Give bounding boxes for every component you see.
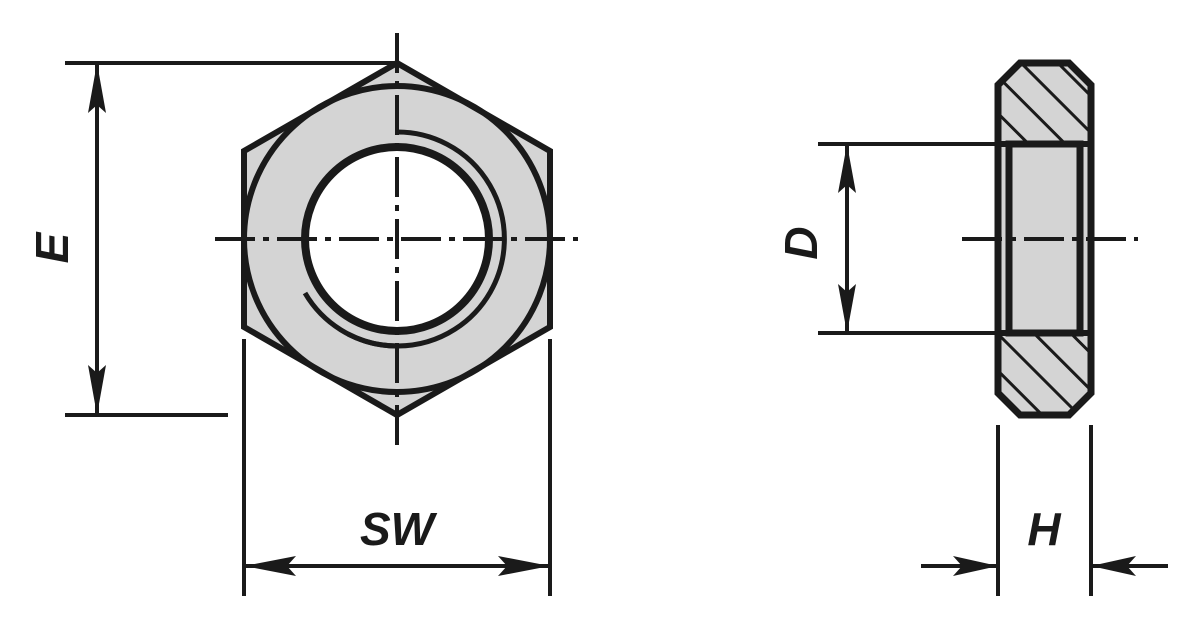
dimension-SW-arrow-left [244,556,296,576]
side-hatch-lower [998,333,1091,415]
dimension-E-arrow-bottom [88,365,106,415]
dimension-E: E [26,61,397,417]
side-view [962,59,1138,419]
dimension-SW-label: SW [360,503,438,555]
dimension-D-arrow-bottom [838,284,856,333]
dimension-D-arrow-top [838,144,856,193]
dimension-E-label: E [26,231,78,263]
dimension-H-arrow-right [1091,556,1136,576]
front-view [215,33,578,445]
dimension-SW: SW [242,339,552,596]
dimension-E-arrow-top [88,63,106,113]
dimension-H: H [921,425,1168,596]
dimension-H-label: H [1027,503,1061,555]
side-outer-profile [994,59,1095,419]
dimension-SW-arrow-right [498,556,550,576]
dimension-D-label: D [775,226,827,259]
side-hatch-upper [998,63,1091,144]
thread-major-arc-tail [346,331,398,349]
dimension-H-arrow-left [953,556,998,576]
dimension-D: D [775,142,1009,335]
